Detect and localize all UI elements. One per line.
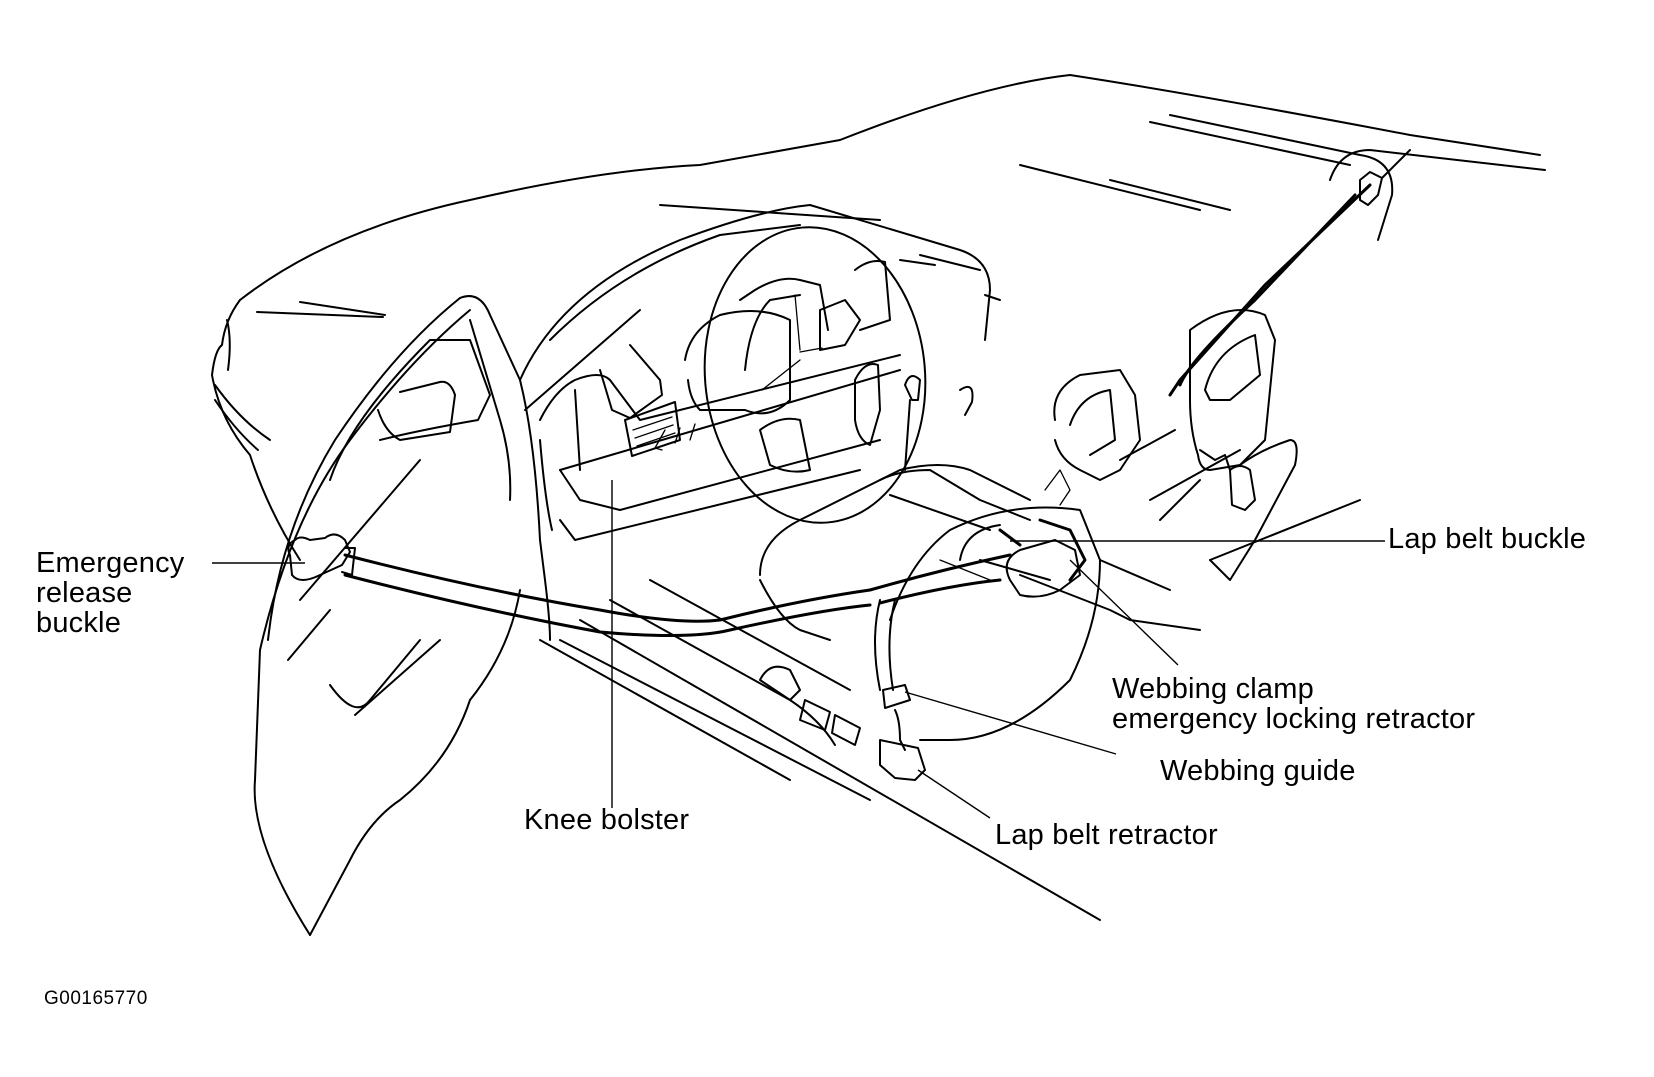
label-webbing-guide: Webbing guide xyxy=(1160,755,1356,787)
door xyxy=(253,295,551,936)
label-line: emergency locking retractor xyxy=(1112,703,1476,735)
label-emergency-release-buckle: Emergency release buckle xyxy=(36,548,184,638)
emergency-release-buckle xyxy=(287,533,356,581)
hood-fender xyxy=(211,299,384,561)
label-line: Webbing clamp xyxy=(1112,673,1314,705)
lap-belt-buckle-part xyxy=(1199,449,1256,511)
center-console xyxy=(879,375,1031,531)
label-lap-belt-retractor: Lap belt retractor xyxy=(995,819,1218,851)
roof xyxy=(239,74,1546,316)
leader-lines xyxy=(212,480,1385,819)
driver-seat xyxy=(759,369,1141,741)
sill-floor xyxy=(539,499,1361,921)
label-line: Emergency xyxy=(36,547,185,579)
dashboard xyxy=(519,204,1001,541)
leader-webbing-clamp xyxy=(1069,559,1179,666)
leader-lap-belt-retractor xyxy=(917,769,991,819)
figure-id: G00165770 xyxy=(44,988,148,1009)
passenger-seat xyxy=(1119,309,1298,581)
steering-wheel xyxy=(703,226,927,524)
b-pillar-belt-track xyxy=(1168,149,1411,397)
label-line: release xyxy=(36,577,133,609)
label-webbing-clamp: Webbing clamp emergency locking retracto… xyxy=(1112,674,1475,734)
lap-belt-retractor-part xyxy=(874,599,926,781)
label-line: buckle xyxy=(36,607,122,639)
leader-webbing-guide xyxy=(904,691,1117,755)
label-knee-bolster: Knee bolster xyxy=(524,804,690,836)
webbing-clamp-retractor-part xyxy=(998,469,1087,598)
label-lap-belt-buckle: Lap belt buckle xyxy=(1388,523,1587,555)
